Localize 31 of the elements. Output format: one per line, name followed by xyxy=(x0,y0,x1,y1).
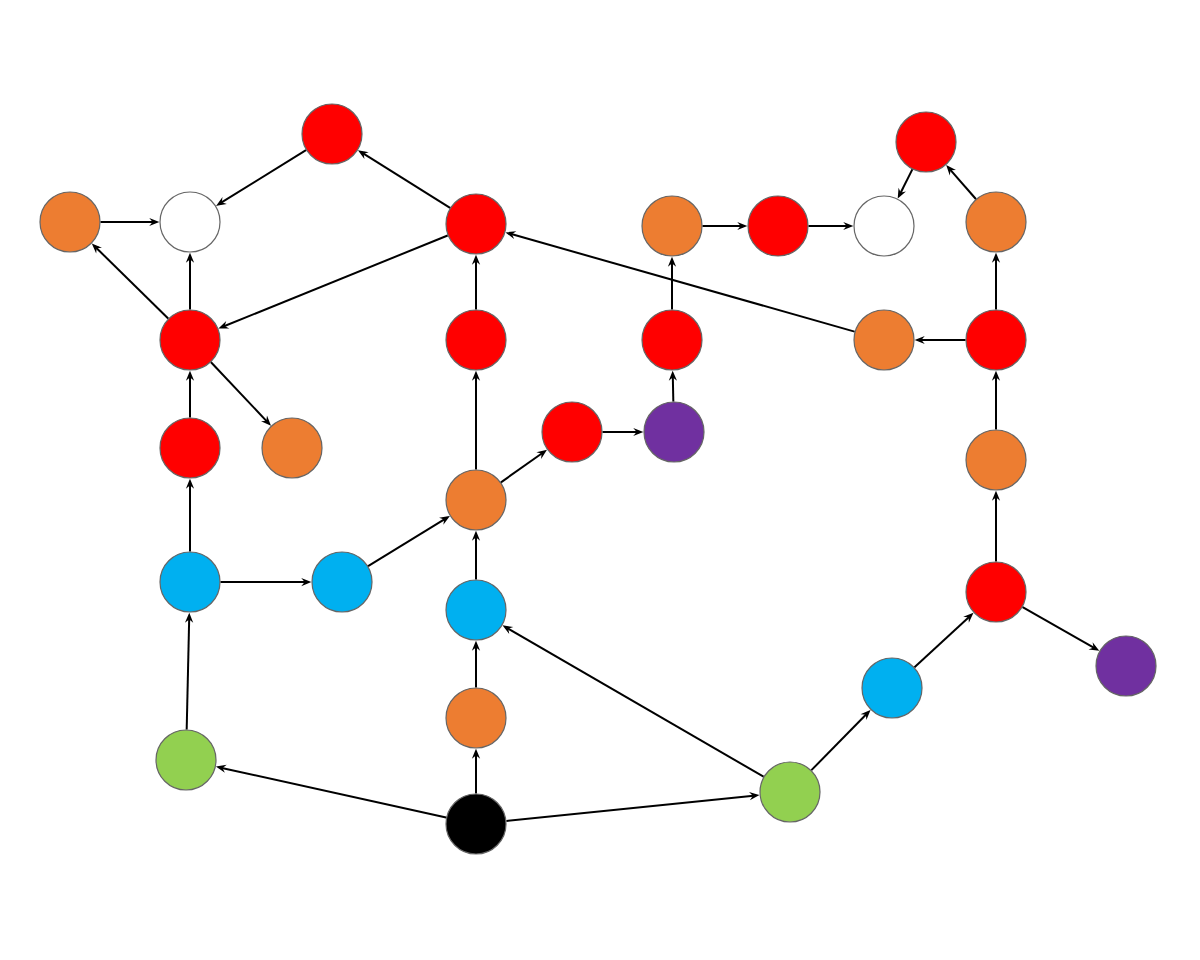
circle-node xyxy=(445,309,507,371)
circle-node xyxy=(301,103,363,165)
circle-node xyxy=(445,687,507,749)
circle-node xyxy=(445,579,507,641)
circle-node xyxy=(965,191,1027,253)
circle-node xyxy=(159,551,221,613)
circle-node xyxy=(747,195,809,257)
circle-node xyxy=(261,417,323,479)
circle-node xyxy=(965,309,1027,371)
circle-node xyxy=(159,309,221,371)
arrow xyxy=(946,165,977,200)
circle-node xyxy=(445,793,507,855)
circle-node xyxy=(159,417,221,479)
circle-node xyxy=(853,309,915,371)
circle-node xyxy=(965,429,1027,491)
circle-node xyxy=(643,401,705,463)
circle-node xyxy=(155,729,217,791)
circle-node xyxy=(895,111,957,173)
circle-node xyxy=(853,195,915,257)
circle-node xyxy=(641,309,703,371)
circle-node xyxy=(541,401,603,463)
circle-node xyxy=(861,657,923,719)
circle-node xyxy=(39,191,101,253)
circle-node xyxy=(159,191,221,253)
circle-node xyxy=(311,551,373,613)
circle-node xyxy=(759,761,821,823)
circle-node xyxy=(1095,635,1157,697)
circle-node xyxy=(445,469,507,531)
circle-node xyxy=(445,193,507,255)
circle-node xyxy=(641,195,703,257)
circle-node xyxy=(965,561,1027,623)
